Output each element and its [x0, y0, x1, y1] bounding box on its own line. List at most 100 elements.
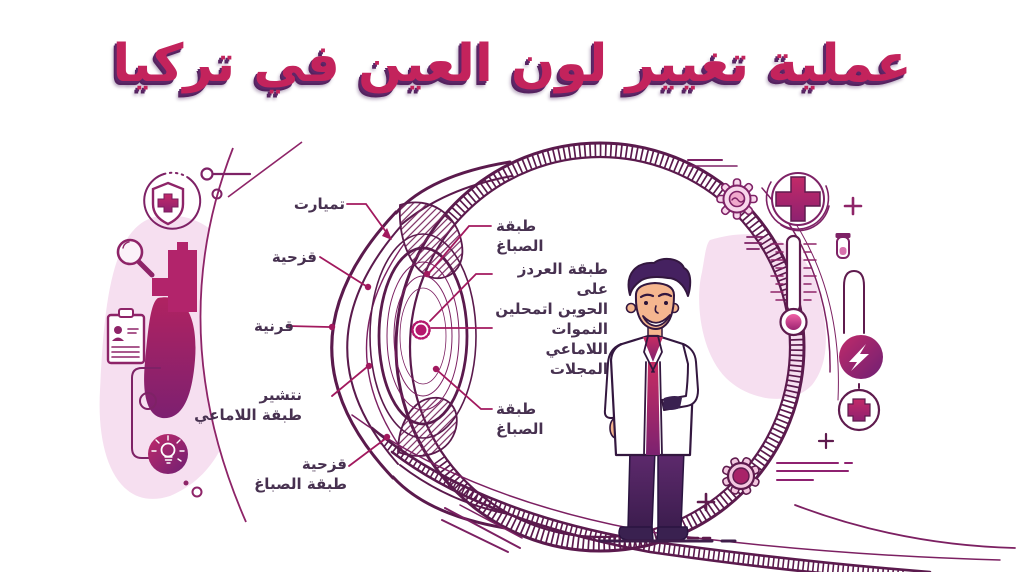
swoosh-tail: [794, 504, 1016, 549]
small-dots: [191, 486, 203, 498]
swoosh-hatch-band: [379, 436, 906, 572]
doctor-right-sleeve: [661, 343, 699, 411]
label-iris-pigment-line2: طبقة الصباغ: [254, 475, 347, 493]
speed-line-1: [444, 507, 521, 549]
junction-bottom-outer: [391, 475, 507, 530]
menu-lines: [744, 236, 764, 250]
clipboard-icon: [106, 308, 146, 365]
label-spread-line2: طبقة اللاماعي: [194, 406, 302, 424]
lightning-badge-icon: [839, 335, 883, 379]
sclera-hatch-band: [433, 143, 804, 551]
label-pigment-lower-text: طبقة الصباغ: [496, 400, 544, 438]
doctor-pocket-hand: [663, 396, 682, 410]
label-description-line4: المجلات: [549, 360, 608, 378]
pointer-iris-dot: [364, 283, 372, 291]
doctor-smile: [642, 314, 671, 327]
background-blobs: [99, 140, 826, 560]
label-tamyarat: تميارت: [265, 194, 345, 214]
rounded-bracket: [131, 367, 161, 459]
lightbulb-badge-icon: [148, 434, 188, 474]
plus-circle-icon: [837, 383, 881, 432]
outer-sketch-arc-2: [787, 211, 839, 401]
laser-target-dot: [415, 324, 427, 336]
doctor-lapels: [643, 335, 663, 456]
label-description-line3: النموات اللاماعي: [545, 320, 608, 358]
label-cornea: قرنية: [236, 316, 294, 336]
lens-capsule: [377, 246, 469, 426]
swoosh-inner: [390, 450, 824, 572]
circle-outline: [139, 392, 157, 410]
pointer-spread-dot: [365, 362, 373, 370]
pointer-iris: [319, 256, 367, 287]
small-dot: [183, 480, 189, 486]
iris-capsule-outer: [369, 233, 477, 439]
left-icons: [106, 167, 252, 498]
dot-line-marker: [200, 167, 252, 200]
laser-target-starburst: [411, 320, 431, 340]
doctor-shirt-vneck: [643, 337, 663, 362]
ciliary-body-top: [398, 201, 464, 279]
pointer-pigment-upper-dot: [423, 270, 431, 278]
pointer-description-a: [429, 273, 493, 322]
pointer-cornea: [287, 325, 330, 328]
loop-outline: [843, 269, 865, 334]
label-pointers: [287, 203, 493, 467]
doctor-left-leg: [627, 449, 656, 529]
pointer-pigment-upper: [428, 225, 492, 274]
doctor-left-shoe: [618, 526, 654, 541]
left-sweep-curve: [199, 147, 247, 523]
doctor-left-ear: [625, 302, 637, 314]
shield-cross-icon: [143, 171, 202, 230]
lens-ring-3: [399, 287, 447, 385]
label-iris: قزحية: [245, 247, 317, 267]
label-iris-pigment: قزحية طبقة الصباغ: [233, 454, 347, 494]
pointer-cornea-dot: [328, 323, 336, 331]
label-description: طبقة العردز على الحوين اتمحلين النموات ا…: [492, 259, 608, 379]
pointer-tamyarat-arrow: [382, 228, 392, 240]
doctor-eyebrows: [639, 292, 673, 299]
right-pink-blob: [699, 234, 826, 399]
left-diagonal-line: [227, 141, 303, 198]
plus-icon-bottom: [696, 492, 716, 512]
speed-line-3: [459, 504, 523, 539]
doctor-right-shoe: [656, 526, 689, 541]
medical-cross-badge-icon: [765, 172, 830, 232]
label-tamyarat-text: تميارت: [293, 195, 345, 213]
eyeball-outer-circle: [394, 141, 806, 553]
small-circle: [211, 188, 223, 200]
doctor-left-eye: [644, 301, 648, 305]
speed-line-2: [441, 519, 509, 553]
gear-icon: [716, 178, 758, 220]
label-cornea-text: قرنية: [253, 317, 294, 335]
label-pigment-upper-text: طبقة الصباغ: [496, 217, 544, 255]
label-description-line2: الحوين اتمحلين: [495, 300, 608, 318]
infographic-title: عملية تغيير لون العين في تركيا: [112, 34, 912, 94]
thermometer-icon: [770, 234, 817, 337]
speed-lines: [776, 462, 853, 481]
anterior-chamber-arc: [365, 243, 405, 451]
magnifier-icon: [116, 238, 155, 278]
label-spread-line1: نتشير: [259, 386, 302, 404]
pointer-iris-pigment-dot: [383, 433, 391, 441]
gear-icon-bottom: [722, 457, 760, 495]
pointer-pigment-lower: [437, 370, 493, 410]
vial-icon: [835, 233, 851, 259]
left-dark-blob: [144, 297, 196, 419]
doctor-right-eye: [664, 301, 668, 305]
doctor-shirt-strip: [646, 362, 660, 455]
pointer-iris-pigment: [348, 438, 386, 467]
junction-bottom-inner: [399, 464, 509, 515]
label-pigment-lower: طبقة الصباغ: [496, 399, 588, 439]
plus-icon: [843, 196, 863, 216]
pointer-pigment-lower-dot: [432, 365, 440, 373]
label-pigment-upper: طبقة الصباغ: [496, 216, 588, 256]
doctor-right-leg: [657, 449, 685, 529]
pointer-spread: [331, 366, 368, 397]
label-iris-text: قزحية: [271, 248, 317, 266]
lens-ring-2: [393, 275, 453, 397]
cornea-inner-arc: [346, 225, 402, 465]
label-spread: نتشير طبقة اللاماعي: [186, 385, 302, 425]
label-description-line1: طبقة العردز على: [517, 260, 608, 298]
